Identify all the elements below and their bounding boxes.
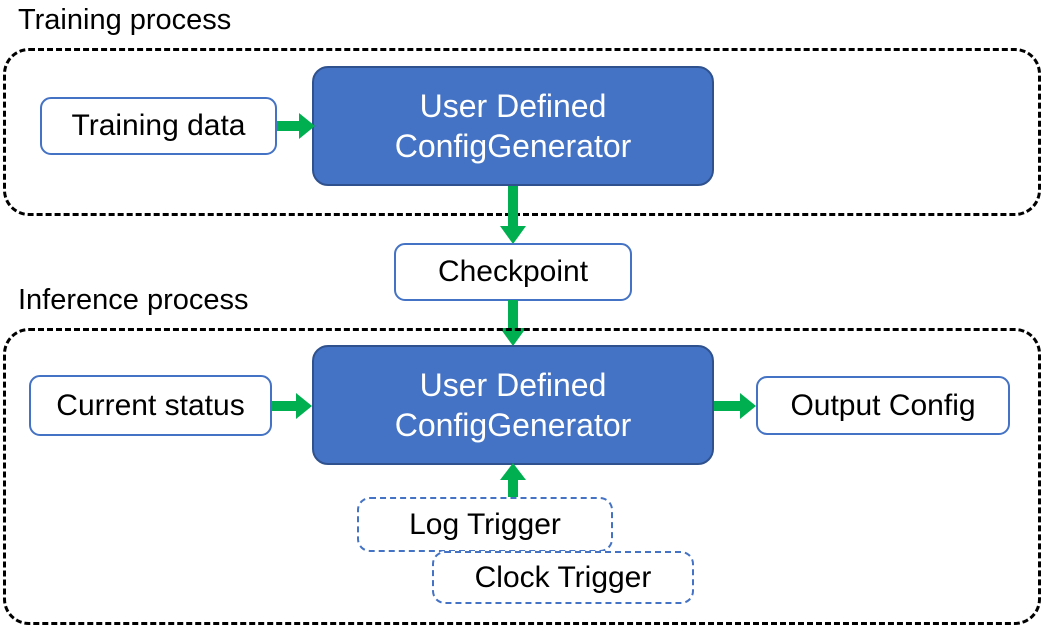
clock-trigger-box[interactable]: Clock Trigger (432, 551, 694, 604)
current-status-label: Current status (56, 388, 245, 422)
checkpoint-box[interactable]: Checkpoint (394, 243, 632, 301)
training-generator-line1: User Defined (419, 88, 607, 124)
training-config-generator-box[interactable]: User Defined ConfigGenerator (312, 66, 714, 186)
training-process-container (3, 48, 1041, 216)
training-data-box[interactable]: Training data (40, 97, 277, 155)
output-config-box[interactable]: Output Config (756, 376, 1010, 435)
checkpoint-label: Checkpoint (437, 255, 589, 288)
training-process-label: Training process (18, 4, 232, 36)
inference-generator-line1: User Defined (419, 367, 607, 403)
arrow-checkpoint-to-inference-generator (500, 300, 526, 346)
log-trigger-box[interactable]: Log Trigger (357, 497, 613, 552)
training-data-label: Training data (71, 109, 246, 142)
training-generator-line2: ConfigGenerator (394, 128, 632, 164)
arrow-training-generator-to-checkpoint (500, 186, 526, 244)
arrow-training-data-to-generator (277, 113, 315, 139)
clock-trigger-label: Clock Trigger (474, 560, 652, 594)
arrow-current-status-to-generator (272, 393, 312, 419)
inference-config-generator-box[interactable]: User Defined ConfigGenerator (312, 345, 714, 465)
output-config-label: Output Config (790, 388, 976, 422)
inference-process-label: Inference process (18, 284, 249, 316)
log-trigger-label: Log Trigger (409, 507, 561, 541)
inference-generator-line2: ConfigGenerator (394, 407, 632, 443)
arrow-generator-to-output-config (714, 393, 756, 419)
inference-process-container (3, 328, 1041, 625)
arrow-triggers-to-generator (500, 463, 526, 509)
current-status-box[interactable]: Current status (29, 375, 272, 436)
